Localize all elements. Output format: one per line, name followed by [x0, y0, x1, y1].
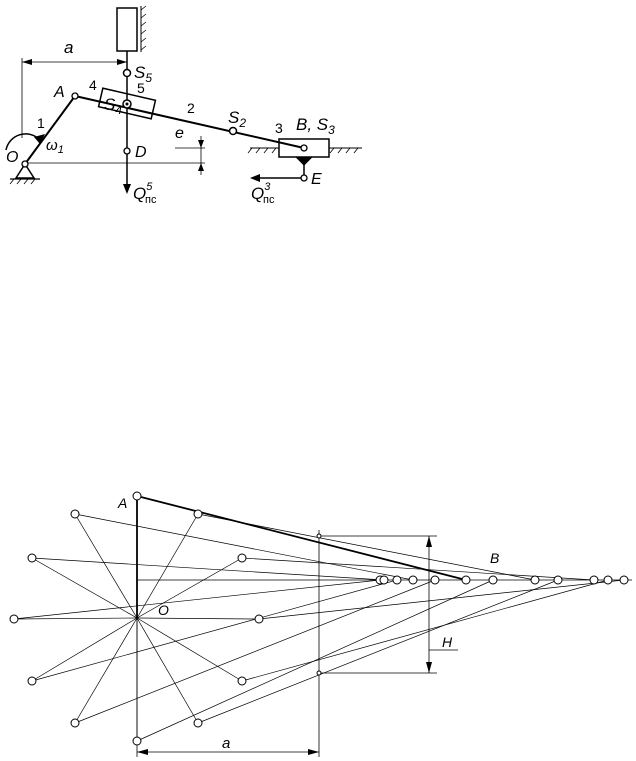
joint-O — [21, 160, 29, 168]
dim-a-bottom-arrow-right — [308, 749, 319, 755]
label-H-plan: H — [442, 634, 453, 650]
label-A-top: A — [53, 84, 65, 101]
omega1-arc — [5, 133, 41, 151]
label-a-plan: a — [222, 735, 230, 752]
e-arrow-bottom — [198, 163, 204, 171]
label-B-plan: B — [490, 550, 499, 566]
label-S5: S5 — [134, 63, 152, 85]
joint-S4-inner — [125, 102, 129, 106]
scheme-labels: a A 1 O ω1 4 S5 5 S4 2 S2 3 B, S3 e D E … — [6, 38, 335, 206]
dim-a-bottom-arrow-left — [137, 749, 148, 755]
joint-B — [300, 144, 308, 152]
label-four: 4 — [89, 77, 97, 93]
label-S4: S4 — [104, 95, 122, 117]
joint-S5 — [122, 68, 132, 78]
label-e: e — [175, 125, 184, 142]
link-2-rod — [74, 95, 305, 149]
label-a-top: a — [64, 38, 73, 57]
dim-a-arrow-left — [22, 59, 32, 65]
plan-labels: A O B H a — [117, 495, 499, 752]
label-D: D — [135, 144, 147, 161]
rod-initial-position — [136, 495, 467, 581]
label-S2: S2 — [228, 108, 246, 130]
kinematic-scheme — [5, 5, 362, 194]
link-1-crank — [24, 95, 76, 165]
H-arrow-bottom — [426, 662, 432, 673]
upper-guide-hatch — [140, 5, 147, 51]
Q3-arrow-head — [250, 174, 260, 182]
label-A-plan: A — [117, 495, 127, 511]
e-arrow-top — [198, 140, 204, 148]
label-two: 2 — [187, 100, 195, 116]
label-three: 3 — [275, 120, 283, 136]
joint-A — [71, 92, 79, 100]
dim-a-arrow-right — [117, 59, 127, 65]
label-O-top: O — [6, 149, 18, 166]
positions-plan — [9, 491, 632, 757]
label-Q3-sub: пс — [263, 194, 275, 206]
label-one: 1 — [37, 115, 45, 131]
base-support-O — [14, 162, 36, 179]
slider-3-guide-hatch — [247, 147, 359, 154]
slider-position-joints — [375, 575, 629, 585]
label-omega: ω1 — [46, 137, 64, 156]
label-O-plan: O — [158, 602, 169, 618]
joint-E — [300, 174, 308, 182]
label-five: 5 — [137, 80, 145, 96]
slider-3-bracket — [294, 156, 314, 166]
label-Q3: Q3 — [251, 181, 271, 203]
H-arrow-top — [426, 536, 432, 547]
crank-end-joints — [9, 491, 264, 746]
omega1-arrow — [34, 134, 45, 144]
H-top-joint — [316, 533, 322, 539]
label-Q5: Q5 — [133, 181, 153, 203]
joint-D — [123, 147, 131, 155]
label-E: E — [311, 171, 322, 188]
upper-guide-cylinder — [116, 7, 138, 52]
slider-4 — [97, 87, 157, 120]
Q5-arrow-head — [123, 184, 131, 194]
rod-positions — [13, 513, 625, 742]
joint-S2 — [228, 126, 238, 136]
label-Q5-sub: пс — [145, 194, 157, 206]
label-B-S3: B, S3 — [296, 115, 335, 137]
base-hatch — [9, 178, 36, 185]
H-bottom-joint — [316, 670, 322, 676]
